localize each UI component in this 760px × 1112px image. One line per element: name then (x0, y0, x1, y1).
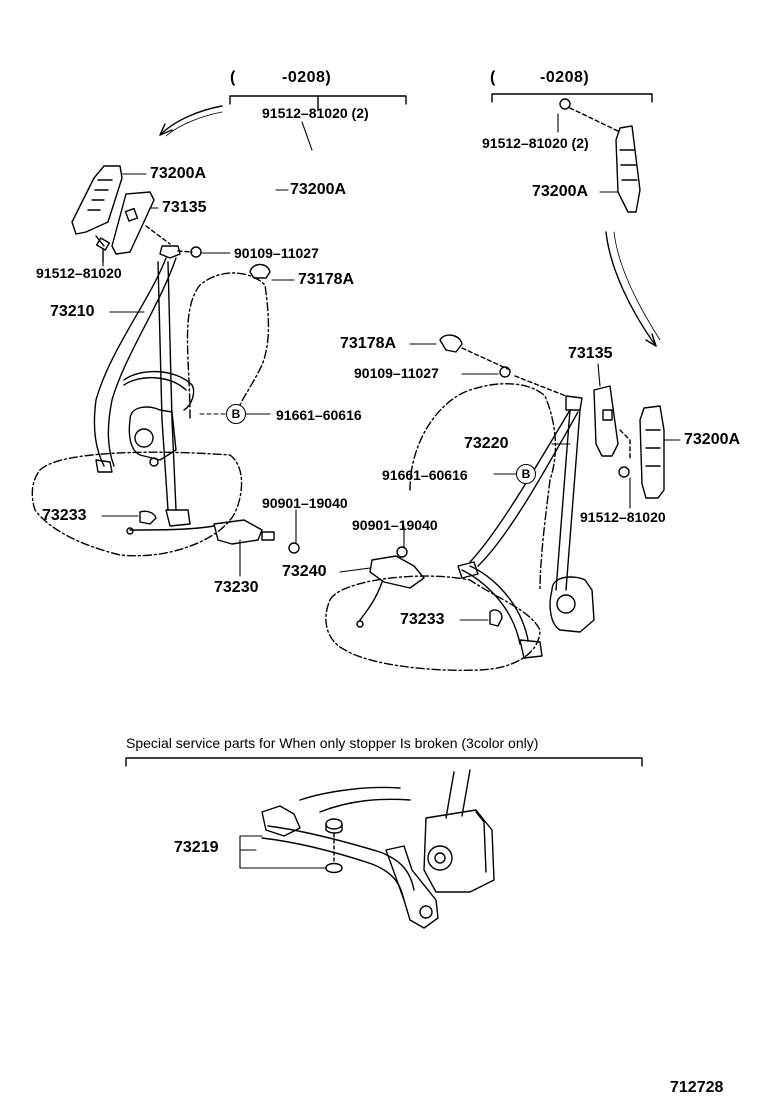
part-label-73200a-left-1: 73200A (150, 165, 207, 182)
part-label-90109-11027-right: 90109–11027 (354, 365, 439, 381)
right-header-bracket (491, 93, 653, 103)
part-label-73233-right: 73233 (400, 611, 445, 628)
marker-b-right: B (516, 464, 536, 484)
left-header-code: -0208) (282, 69, 332, 86)
left-header-open: ( (230, 69, 236, 86)
special-bracket (125, 757, 643, 767)
left-seat-cushion (31, 451, 243, 557)
right-seat-back (409, 383, 557, 591)
part-label-73178a-left: 73178A (298, 271, 355, 288)
part-label-91512-81020-left: 91512–81020 (36, 265, 122, 281)
special-retractor (423, 809, 495, 893)
part-label-73233-left: 73233 (42, 507, 87, 524)
part-label-73219: 73219 (174, 839, 219, 856)
figure-code: 712728 (670, 1079, 724, 1096)
part-label-91661-60616-right: 91661–60616 (382, 467, 468, 483)
right-buckle (369, 555, 425, 589)
right-retractor (549, 576, 595, 633)
special-service-note: Special service parts for When only stop… (126, 735, 539, 751)
special-anchor (385, 845, 439, 929)
left-stopper-73233 (139, 510, 157, 525)
left-clip (249, 263, 271, 279)
right-cover (593, 385, 619, 457)
part-label-90109-11027-left: 90109–11027 (234, 245, 319, 261)
left-arrow (159, 105, 223, 136)
part-label-73220: 73220 (464, 435, 509, 452)
part-label-91512-81020-2-left: 91512–81020 (2) (262, 105, 369, 121)
right-stopper-73233 (489, 609, 503, 627)
left-cover (111, 191, 155, 255)
right-clip (439, 334, 463, 353)
right-header-code: -0208) (540, 69, 590, 86)
part-label-90901-19040-left: 90901–19040 (262, 495, 348, 511)
part-label-73210: 73210 (50, 303, 95, 320)
right-header-open: ( (490, 69, 496, 86)
marker-b-left: B (226, 404, 246, 424)
part-label-73200a-right-1: 73200A (532, 183, 589, 200)
right-upper-anchor (615, 125, 641, 213)
special-tongue (261, 805, 301, 837)
part-label-73230: 73230 (214, 579, 259, 596)
right-arrow (605, 231, 657, 347)
part-label-73240: 73240 (282, 563, 327, 580)
special-stopper-bottom (325, 862, 343, 874)
right-seat-cushion (325, 575, 541, 672)
right-lower-anchor (639, 405, 665, 499)
part-label-91661-60616-left: 91661–60616 (276, 407, 362, 423)
part-label-91512-81020-right: 91512–81020 (580, 509, 666, 525)
part-label-91512-81020-2-right: 91512–81020 (2) (482, 135, 589, 151)
part-label-73135-right: 73135 (568, 345, 613, 362)
part-label-73200a-left-2: 73200A (290, 181, 347, 198)
part-label-73178a-right: 73178A (340, 335, 397, 352)
left-anchor-plate (71, 165, 123, 235)
part-label-73135-left: 73135 (162, 199, 207, 216)
part-label-90901-19040-right: 90901–19040 (352, 517, 438, 533)
special-stopper-top (325, 818, 343, 830)
right-belt-vertical (555, 409, 581, 591)
left-seat-back (186, 272, 270, 419)
left-belt-outer (93, 257, 167, 467)
left-buckle (213, 519, 263, 545)
left-retractor (128, 406, 177, 461)
part-label-73200a-right-2: 73200A (684, 431, 741, 448)
